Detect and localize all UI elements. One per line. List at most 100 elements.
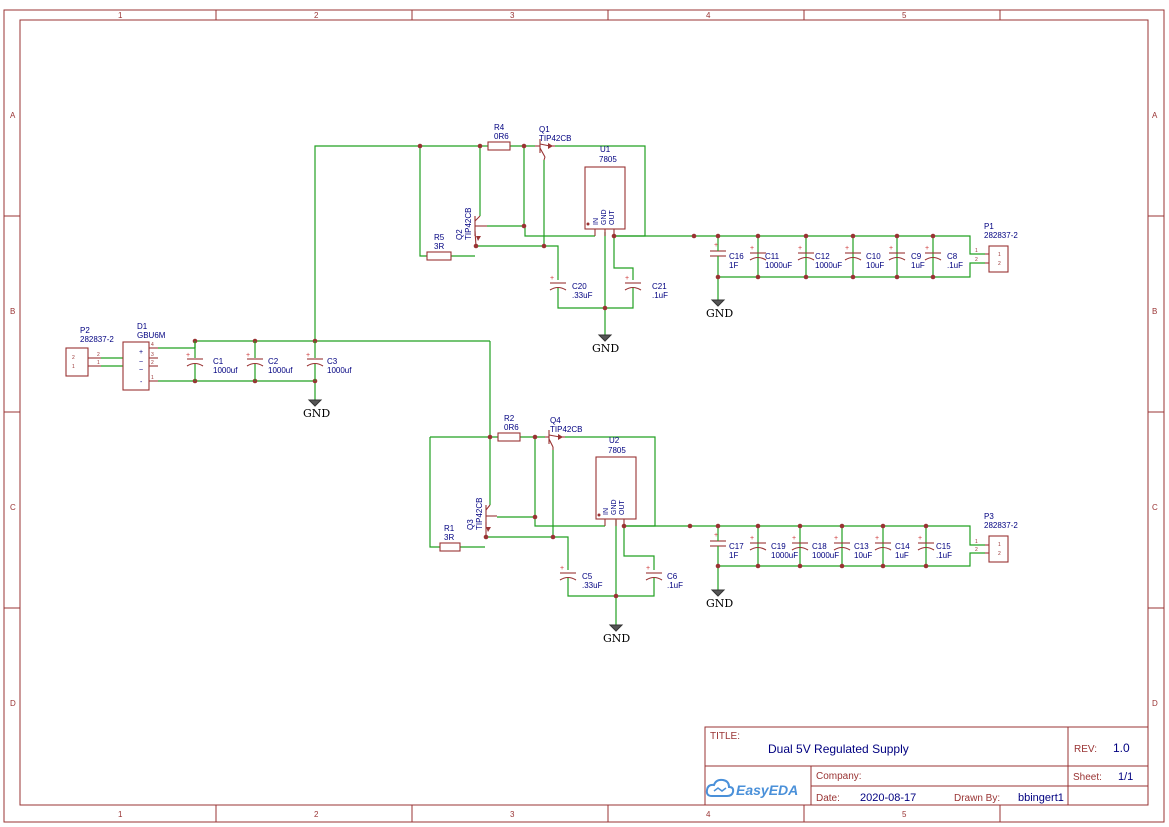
c10-value: 10uF	[866, 261, 884, 270]
gnd-symbol-bottom-out: GND	[706, 589, 733, 610]
u2-pin-in: IN	[603, 508, 610, 515]
p1-pin-1-outer: 1	[975, 248, 978, 254]
svg-text:+: +	[750, 535, 754, 542]
p1-ref: P1	[984, 222, 994, 231]
u2-pin-gnd: GND	[611, 499, 618, 515]
capacitor-c11[interactable]: + C11 1000uF	[749, 245, 792, 270]
svg-text:+: +	[306, 352, 310, 359]
svg-text:+: +	[625, 275, 629, 282]
d1-ac1-pin: ~	[139, 359, 143, 366]
c15-value: .1uF	[936, 551, 952, 560]
bridge-rectifier-d1[interactable]: + ~ ~ - 4 3 2 1 D1 GBU6M	[122, 322, 166, 391]
zone-labels: 1 2 3 4 5 1 2 3 4 5 A B C D A B C D	[10, 11, 1158, 819]
capacitor-c20[interactable]: + C20 .33uF	[549, 275, 593, 300]
c17-ref: C17	[729, 542, 744, 551]
regulator-u2[interactable]: U2 7805 IN GND OUT	[595, 436, 637, 526]
capacitor-c12[interactable]: + C12 1000uF	[797, 245, 842, 270]
zone-col-3: 3	[510, 11, 515, 20]
capacitor-c1[interactable]: + C1 1000uf	[186, 341, 238, 381]
p3-pin-2-outer: 2	[975, 547, 978, 553]
sheet-value: 1/1	[1118, 771, 1133, 783]
capacitor-c16[interactable]: + C16 1F	[710, 242, 744, 270]
r4-ref: R4	[494, 123, 505, 132]
c20-value: .33uF	[572, 291, 593, 300]
c19-value: 1000uF	[771, 551, 798, 560]
drawn-by-label: Drawn By:	[954, 793, 1000, 804]
capacitor-c19[interactable]: + C19 1000uF	[749, 535, 798, 560]
d1-minus-pin: -	[140, 379, 143, 386]
title-label: TITLE:	[710, 731, 740, 742]
svg-text:+: +	[875, 535, 879, 542]
transistor-q1[interactable]: Q1 TIP42CB	[535, 125, 571, 161]
easyeda-logo-text: EasyEDA	[736, 782, 798, 798]
c6-ref: C6	[667, 572, 678, 581]
p1-pin-2: 2	[998, 261, 1001, 267]
q4-ref: Q4	[550, 416, 561, 425]
u2-pin-out: OUT	[619, 500, 626, 516]
zone-row-d-right: D	[1152, 699, 1158, 708]
c21-ref: C21	[652, 282, 667, 291]
connector-p1[interactable]: 1 2 1 2 P1 282837-2	[975, 222, 1018, 273]
transistor-q3[interactable]: Q3 TIP42CB	[466, 498, 497, 537]
q4-value: TIP42CB	[550, 425, 582, 434]
svg-text:+: +	[834, 535, 838, 542]
capacitor-c9[interactable]: + C9 1uF	[888, 245, 925, 270]
resistor-r1[interactable]: R1 3R	[439, 524, 461, 552]
r1-ref: R1	[444, 524, 455, 533]
capacitor-c21[interactable]: + C21 .1uF	[624, 275, 668, 300]
d1-plus-pin: +	[139, 349, 143, 356]
p2-pin-2: 2	[72, 355, 75, 361]
capacitor-c18[interactable]: + C18 1000uF	[791, 535, 839, 560]
svg-text:+: +	[925, 245, 929, 252]
gnd-symbol-u1: GND	[592, 334, 619, 355]
p2-ref: P2	[80, 326, 90, 335]
c2-value: 1000uf	[268, 366, 293, 375]
capacitor-c6[interactable]: + C6 .1uF	[645, 565, 683, 590]
zone-col-4: 4	[706, 11, 711, 20]
capacitor-c17[interactable]: + C17 1F	[710, 532, 744, 560]
gnd-label-bottom-out: GND	[706, 597, 733, 610]
zone-row-a-right: A	[1152, 111, 1158, 120]
r4-value: 0R6	[494, 132, 509, 141]
capacitor-c3[interactable]: + C3 1000uf	[306, 341, 352, 381]
rev-label: REV:	[1074, 744, 1097, 755]
c8-value: .1uF	[947, 261, 963, 270]
c12-value: 1000uF	[815, 261, 842, 270]
zone-col-5-bottom: 5	[902, 810, 907, 819]
p3-ref: P3	[984, 512, 994, 521]
c9-value: 1uF	[911, 261, 925, 270]
regulator-u1[interactable]: U1 7805 IN GND OUT	[584, 145, 626, 236]
c14-value: 1uF	[895, 551, 909, 560]
capacitor-c5[interactable]: + C5 .33uF	[559, 565, 603, 590]
q1-value: TIP42CB	[539, 134, 571, 143]
transistor-q2[interactable]: Q2 TIP42CB	[455, 208, 487, 247]
c5-ref: C5	[582, 572, 593, 581]
resistor-r2[interactable]: R2 0R6	[497, 414, 521, 442]
d1-pin-2: 2	[151, 360, 154, 366]
drawn-by-value: bbingert1	[1018, 792, 1064, 804]
gnd-label-u2: GND	[603, 632, 630, 645]
date-label: Date:	[816, 793, 840, 804]
gnd-symbol-u2: GND	[603, 624, 630, 645]
capacitor-c15[interactable]: + C15 .1uF	[917, 535, 952, 560]
capacitor-c8[interactable]: + C8 .1uF	[924, 245, 963, 270]
capacitor-c13[interactable]: + C13 10uF	[833, 535, 872, 560]
zone-col-4-bottom: 4	[706, 810, 711, 819]
c16-ref: C16	[729, 252, 744, 261]
c10-ref: C10	[866, 252, 881, 261]
capacitor-c10[interactable]: + C10 10uF	[844, 245, 884, 270]
connector-p2[interactable]: 2 1 2 1 P2 282837-2	[65, 326, 114, 377]
resistor-r4[interactable]: R4 0R6	[487, 123, 511, 151]
gnd-symbol-input: GND	[303, 399, 330, 420]
c16-value: 1F	[729, 261, 738, 270]
c15-ref: C15	[936, 542, 951, 551]
d1-ac2-pin: ~	[139, 367, 143, 374]
capacitor-c14[interactable]: + C14 1uF	[874, 535, 910, 560]
transistor-q4[interactable]: Q4 TIP42CB	[545, 416, 582, 450]
u2-ref: U2	[609, 436, 620, 445]
q1-ref: Q1	[539, 125, 550, 134]
d1-pin-3: 3	[151, 352, 154, 358]
resistor-r5[interactable]: R5 3R	[426, 233, 452, 261]
connector-p3[interactable]: 1 2 1 2 P3 282837-2	[975, 512, 1018, 563]
capacitor-c2[interactable]: + C2 1000uf	[246, 341, 293, 381]
